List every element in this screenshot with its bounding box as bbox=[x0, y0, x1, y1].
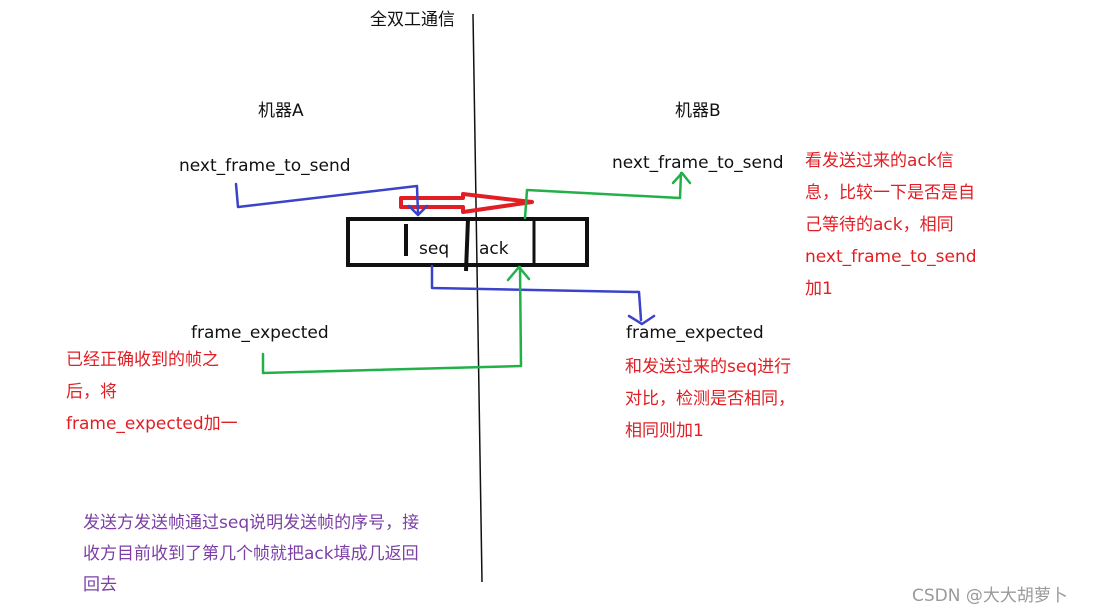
footer-note-line: 发送方发送帧通过seq说明发送帧的序号，接 bbox=[83, 513, 420, 533]
machine-b-seq-note: 和发送过来的seq进行 对比，检测是否相同， 相同则加1 bbox=[625, 351, 795, 447]
a-frame-expected-to-ack-connector bbox=[261, 265, 531, 375]
ack-to-b-next-frame-connector bbox=[523, 171, 692, 220]
a-next-frame-to-send-label: next_frame_to_send bbox=[179, 156, 351, 176]
machine-b-ack-note: 看发送过来的ack信 息，比较一下是否是自 己等待的ack，相同 next_fr… bbox=[805, 145, 977, 305]
machine-a-note-line: frame_expected加一 bbox=[66, 414, 238, 434]
a-frame-expected-label: frame_expected bbox=[191, 323, 329, 343]
b-next-frame-to-send-label: next_frame_to_send bbox=[612, 153, 784, 173]
machine-a-note: 已经正确收到的帧之 后，将 frame_expected加一 bbox=[66, 344, 238, 440]
ack-field-label: ack bbox=[479, 239, 509, 259]
machine-b-ack-note-line: 息，比较一下是否是自 bbox=[805, 183, 975, 203]
machine-a-note-line: 后，将 bbox=[66, 382, 117, 402]
machine-b-ack-note-line: 看发送过来的ack信 bbox=[805, 151, 954, 171]
footer-note: 发送方发送帧通过seq说明发送帧的序号，接 收方目前收到了第几个帧就把ack填成… bbox=[83, 508, 419, 601]
machine-b-ack-note-line: next_frame_to_send bbox=[805, 247, 977, 267]
machine-a-label: 机器A bbox=[258, 101, 304, 121]
diagram-title: 全双工通信 bbox=[370, 10, 455, 30]
watermark: CSDN @大大胡萝卜 bbox=[912, 586, 1068, 606]
machine-b-ack-note-line: 加1 bbox=[805, 279, 833, 299]
divider-line bbox=[472, 13, 483, 583]
machine-b-seq-note-line: 相同则加1 bbox=[625, 421, 704, 441]
footer-note-line: 回去 bbox=[83, 575, 117, 595]
seq-to-b-frame-expected-connector bbox=[430, 264, 656, 326]
transmission-arrow bbox=[399, 192, 534, 214]
footer-note-line: 收方目前收到了第几个帧就把ack填成几返回 bbox=[83, 544, 419, 564]
machine-b-ack-note-line: 己等待的ack，相同 bbox=[805, 215, 954, 235]
seq-field-label: seq bbox=[419, 239, 450, 259]
machine-a-note-line: 已经正确收到的帧之 bbox=[66, 350, 219, 370]
frame-divider-2 bbox=[464, 218, 470, 272]
machine-b-label: 机器B bbox=[675, 101, 721, 121]
machine-b-seq-note-line: 对比，检测是否相同， bbox=[625, 389, 795, 409]
a-next-frame-connector bbox=[234, 182, 429, 217]
b-frame-expected-label: frame_expected bbox=[626, 323, 764, 343]
machine-b-seq-note-line: 和发送过来的seq进行 bbox=[625, 357, 792, 377]
